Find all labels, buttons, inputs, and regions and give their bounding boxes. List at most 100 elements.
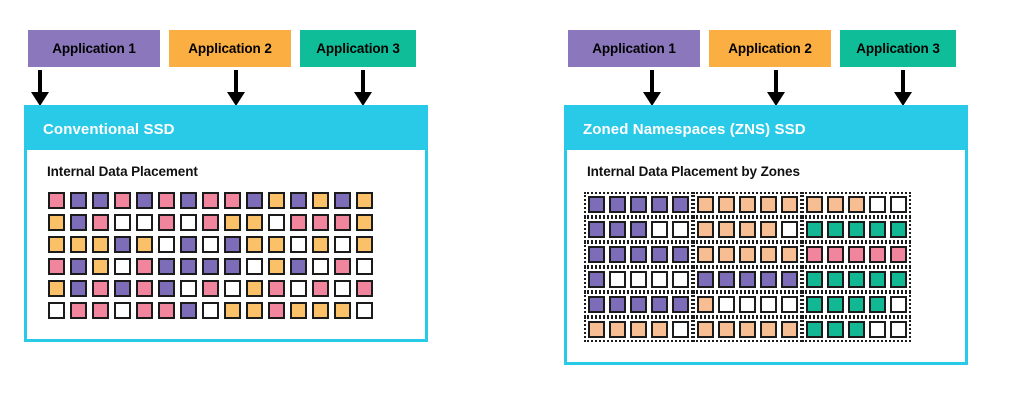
data-block-peach [718, 196, 735, 213]
data-block-purple [609, 246, 626, 263]
app-box-application-2: Application 2 [709, 30, 831, 67]
data-block-purple [70, 258, 87, 275]
data-block-amber [246, 302, 263, 319]
app-box-label: Application 1 [52, 41, 136, 56]
data-block-empty [290, 280, 307, 297]
data-block-empty [718, 296, 735, 313]
ssd-header-zns: Zoned Namespaces (ZNS) SSD [567, 108, 965, 150]
data-block-purple [114, 280, 131, 297]
data-block-teal [806, 221, 823, 238]
data-block-teal [827, 271, 844, 288]
app-box-label: Application 3 [316, 41, 400, 56]
data-block-empty [672, 221, 689, 238]
zone-group [584, 242, 693, 267]
data-block-amber [136, 236, 153, 253]
data-block-purple [114, 236, 131, 253]
arrow-head [227, 92, 245, 106]
data-block-peach [588, 321, 605, 338]
data-block-teal [890, 221, 907, 238]
data-block-purple [334, 192, 351, 209]
data-block-empty [202, 302, 219, 319]
data-block-peach [739, 246, 756, 263]
app-box-application-1: Application 1 [28, 30, 160, 67]
data-block-purple [92, 192, 109, 209]
zone-row [584, 217, 965, 242]
data-block-pink [312, 280, 329, 297]
data-block-purple [290, 192, 307, 209]
data-placement-grid-zns [567, 192, 965, 342]
data-block-amber [312, 236, 329, 253]
arrow-stem [774, 70, 778, 95]
data-block-purple [180, 258, 197, 275]
ssd-header-conventional: Conventional SSD [27, 108, 425, 150]
panel-zns-ssd: Application 1 Application 2 Application … [540, 0, 980, 416]
data-block-peach [739, 321, 756, 338]
data-block-amber [48, 280, 65, 297]
data-block-purple [70, 214, 87, 231]
zone-group [693, 242, 802, 267]
zone-row [584, 267, 965, 292]
data-block-amber [48, 214, 65, 231]
zone-group [802, 317, 911, 342]
data-block-purple [202, 258, 219, 275]
data-block-pink [48, 258, 65, 275]
ssd-body-zns: Internal Data Placement by Zones [567, 150, 965, 362]
app-box-label: Application 2 [188, 41, 272, 56]
zone-group [693, 192, 802, 217]
data-block-empty [609, 271, 626, 288]
data-block-teal [827, 321, 844, 338]
data-block-teal [848, 296, 865, 313]
data-block-purple [290, 258, 307, 275]
data-block-peach [760, 221, 777, 238]
data-block-purple [760, 271, 777, 288]
data-block-pink [70, 302, 87, 319]
data-block-purple [588, 196, 605, 213]
arrow-stem [361, 70, 365, 95]
data-block-purple [672, 196, 689, 213]
data-block-pink [827, 246, 844, 263]
data-block-pink [290, 214, 307, 231]
data-block-purple [609, 221, 626, 238]
data-block-empty [672, 321, 689, 338]
data-block-amber [268, 192, 285, 209]
data-block-empty [334, 236, 351, 253]
data-block-pink [202, 192, 219, 209]
grid-row [48, 214, 425, 231]
data-block-teal [806, 271, 823, 288]
zone-group [584, 292, 693, 317]
data-block-empty [180, 280, 197, 297]
data-block-amber [92, 258, 109, 275]
data-block-pink [136, 258, 153, 275]
data-block-teal [848, 321, 865, 338]
data-block-peach [781, 196, 798, 213]
panel-conventional-ssd: Application 1 Application 2 Application … [0, 0, 440, 416]
arrow-stem [650, 70, 654, 95]
data-block-pink [356, 280, 373, 297]
data-block-pink [158, 192, 175, 209]
data-block-purple [630, 221, 647, 238]
data-block-pink [869, 246, 886, 263]
data-block-empty [781, 221, 798, 238]
data-block-purple [158, 280, 175, 297]
data-block-empty [651, 221, 668, 238]
data-block-empty [202, 236, 219, 253]
data-block-pink [92, 214, 109, 231]
data-block-teal [827, 221, 844, 238]
arrow-head [354, 92, 372, 106]
data-block-purple [224, 236, 241, 253]
data-block-peach [697, 221, 714, 238]
zone-group [693, 267, 802, 292]
data-block-amber [356, 214, 373, 231]
data-block-peach [697, 321, 714, 338]
data-block-peach [651, 321, 668, 338]
data-block-teal [869, 271, 886, 288]
data-block-purple [630, 246, 647, 263]
data-block-teal [869, 221, 886, 238]
app-box-label: Application 2 [728, 41, 812, 56]
grid-row [48, 236, 425, 253]
data-block-peach [760, 196, 777, 213]
data-block-pink [92, 280, 109, 297]
data-block-peach [760, 321, 777, 338]
data-block-empty [869, 196, 886, 213]
arrow-head [767, 92, 785, 106]
